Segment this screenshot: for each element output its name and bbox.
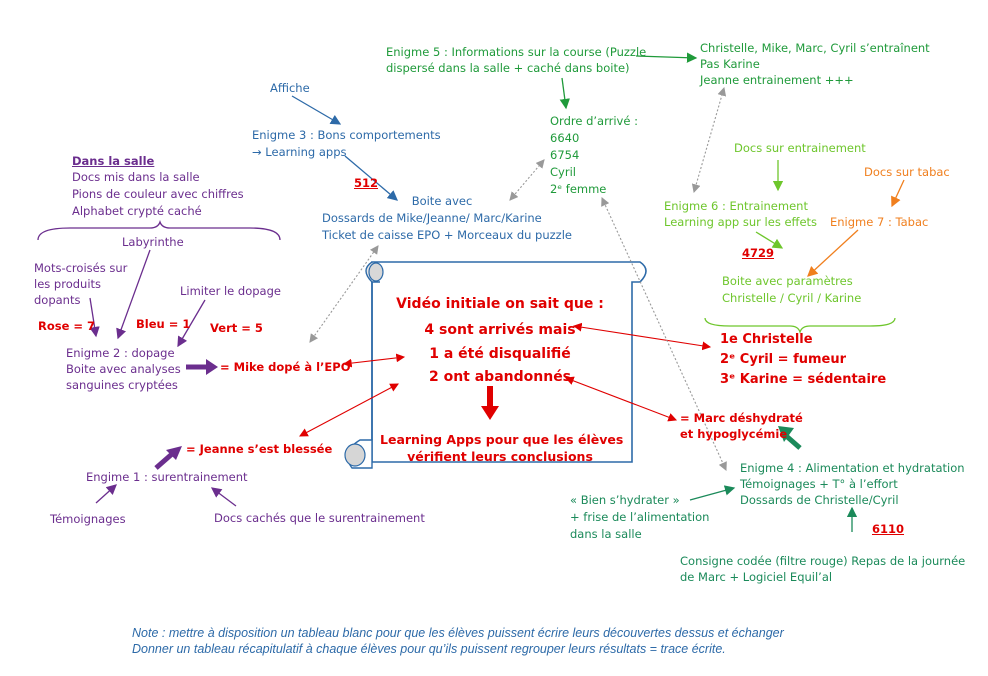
ordre-arrive: 2ᵉ femme xyxy=(550,182,607,196)
ordre-arrive: 6640 xyxy=(550,131,580,145)
enigme3-boite: Dossards de Mike/Jeanne/ Marc/Karine xyxy=(322,211,542,225)
enigme3-boite: Boite avec xyxy=(411,194,473,208)
enigme6-docs: Docs sur entrainement xyxy=(734,141,866,155)
hydrater-label: « Bien s’hydrater » xyxy=(570,493,680,507)
enigme5-result: Christelle, Mike, Marc, Cyril s’entraîne… xyxy=(700,41,930,55)
classement-line: 1e Christelle xyxy=(720,332,813,347)
salle-item: Pions de couleur avec chiffres xyxy=(72,187,244,201)
enigme3-boite: Ticket de caisse EPO + Morceaux du puzzl… xyxy=(322,228,572,242)
enigme2-line: sanguines cryptées xyxy=(66,378,178,392)
vert-code: Vert = 5 xyxy=(210,321,263,335)
salle-title: Dans la salle xyxy=(72,154,155,168)
enigme6-boite: Boite avec paramètres xyxy=(722,274,853,288)
mots-croises-label: Mots-croisés sur xyxy=(34,261,128,275)
enigme5-result: Jeanne entrainement +++ xyxy=(700,73,854,87)
enigme5-result: Pas Karine xyxy=(700,57,760,71)
scroll-bottom-1: Learning Apps pour que les élèves xyxy=(380,432,624,447)
scroll-line-3: 2 ont abandonnés xyxy=(428,369,572,385)
bleu-code: Bleu = 1 xyxy=(136,317,191,331)
enigme2-title: Enigme 2 : dopage xyxy=(66,346,175,360)
salle-brace xyxy=(37,219,281,241)
ordre-arrive: 6754 xyxy=(550,148,580,162)
classement-line: 2ᵉ Cyril = fumeur xyxy=(720,352,847,367)
consigne-label: de Marc + Logiciel Equil’al xyxy=(680,570,833,584)
enigme5-title: dispersé dans la salle + caché dans boit… xyxy=(386,61,630,75)
scroll-title: Vidéo initiale on sait que : xyxy=(396,296,604,312)
rose-code: Rose = 7 xyxy=(38,319,96,333)
marc-conclusion: et hypoglycémie xyxy=(680,427,788,441)
enigme4-line: Témoignages + T° à l’effort xyxy=(740,477,898,491)
enigme5-title: Enigme 5 : Informations sur la course (P… xyxy=(386,45,647,59)
scroll-bottom-2: vérifient leurs conclusions xyxy=(407,449,593,464)
enigme7-docs: Docs sur tabac xyxy=(864,165,950,179)
enigme1-title: Engime 1 : surentrainement xyxy=(86,470,248,484)
mots-croises-label: les produits xyxy=(34,277,102,291)
mots-croises-label: dopants xyxy=(34,293,81,307)
salle-item: Alphabet crypté caché xyxy=(72,204,202,218)
enigme6-title: Enigme 6 : Entrainement xyxy=(664,199,808,213)
hydrater-label: dans la salle xyxy=(570,527,642,541)
consigne-label: Consigne codée (filtre rouge) Repas de l… xyxy=(680,554,966,568)
classement-line: 3ᵉ Karine = sédentaire xyxy=(720,372,887,387)
enigme4-line: Dossards de Christelle/Cyril xyxy=(740,493,899,507)
note-line-1: Note : mettre à disposition un tableau b… xyxy=(132,626,784,640)
marc-conclusion: = Marc déshydraté xyxy=(680,411,803,425)
enigme3-sub: → Learning apps xyxy=(252,145,347,159)
enigme3-code: 512 xyxy=(354,176,379,190)
scroll-line-1: 4 sont arrivés mais xyxy=(424,322,576,338)
note-line-2: Donner un tableau récapitulatif à chaque… xyxy=(132,642,726,656)
enigme4-code: 6110 xyxy=(872,522,905,536)
enigme6-boite: Christelle / Cyril / Karine xyxy=(722,291,862,305)
enigme4-title: Enigme 4 : Alimentation et hydratation xyxy=(740,461,965,475)
scroll-line-2: 1 a été disqualifié xyxy=(429,346,571,362)
hydrater-label: + frise de l’alimentation xyxy=(570,510,710,524)
temoignages-label: Témoignages xyxy=(50,512,126,526)
enigme6-title: Learning app sur les effets xyxy=(664,215,818,229)
salle-item: Docs mis dans la salle xyxy=(72,170,200,184)
labyrinthe-label: Labyrinthe xyxy=(122,235,184,249)
docs-caches-label: Docs cachés que le surentrainement xyxy=(214,511,425,525)
enigme3-title: Enigme 3 : Bons comportements xyxy=(252,128,441,142)
ordre-arrive: Ordre d’arrivé : xyxy=(550,114,638,128)
enigme7-title: Enigme 7 : Tabac xyxy=(830,215,929,229)
ordre-arrive: Cyril xyxy=(550,165,576,179)
affiche-label: Affiche xyxy=(270,81,310,95)
limiter-dopage-label: Limiter le dopage xyxy=(180,284,281,298)
enigme2-line: Boite avec analyses xyxy=(66,362,181,376)
enigme6-code: 4729 xyxy=(742,246,775,260)
jeanne-conclusion: = Jeanne s’est blessée xyxy=(186,442,333,456)
mike-conclusion: = Mike dopé à l’EPO xyxy=(220,360,351,374)
